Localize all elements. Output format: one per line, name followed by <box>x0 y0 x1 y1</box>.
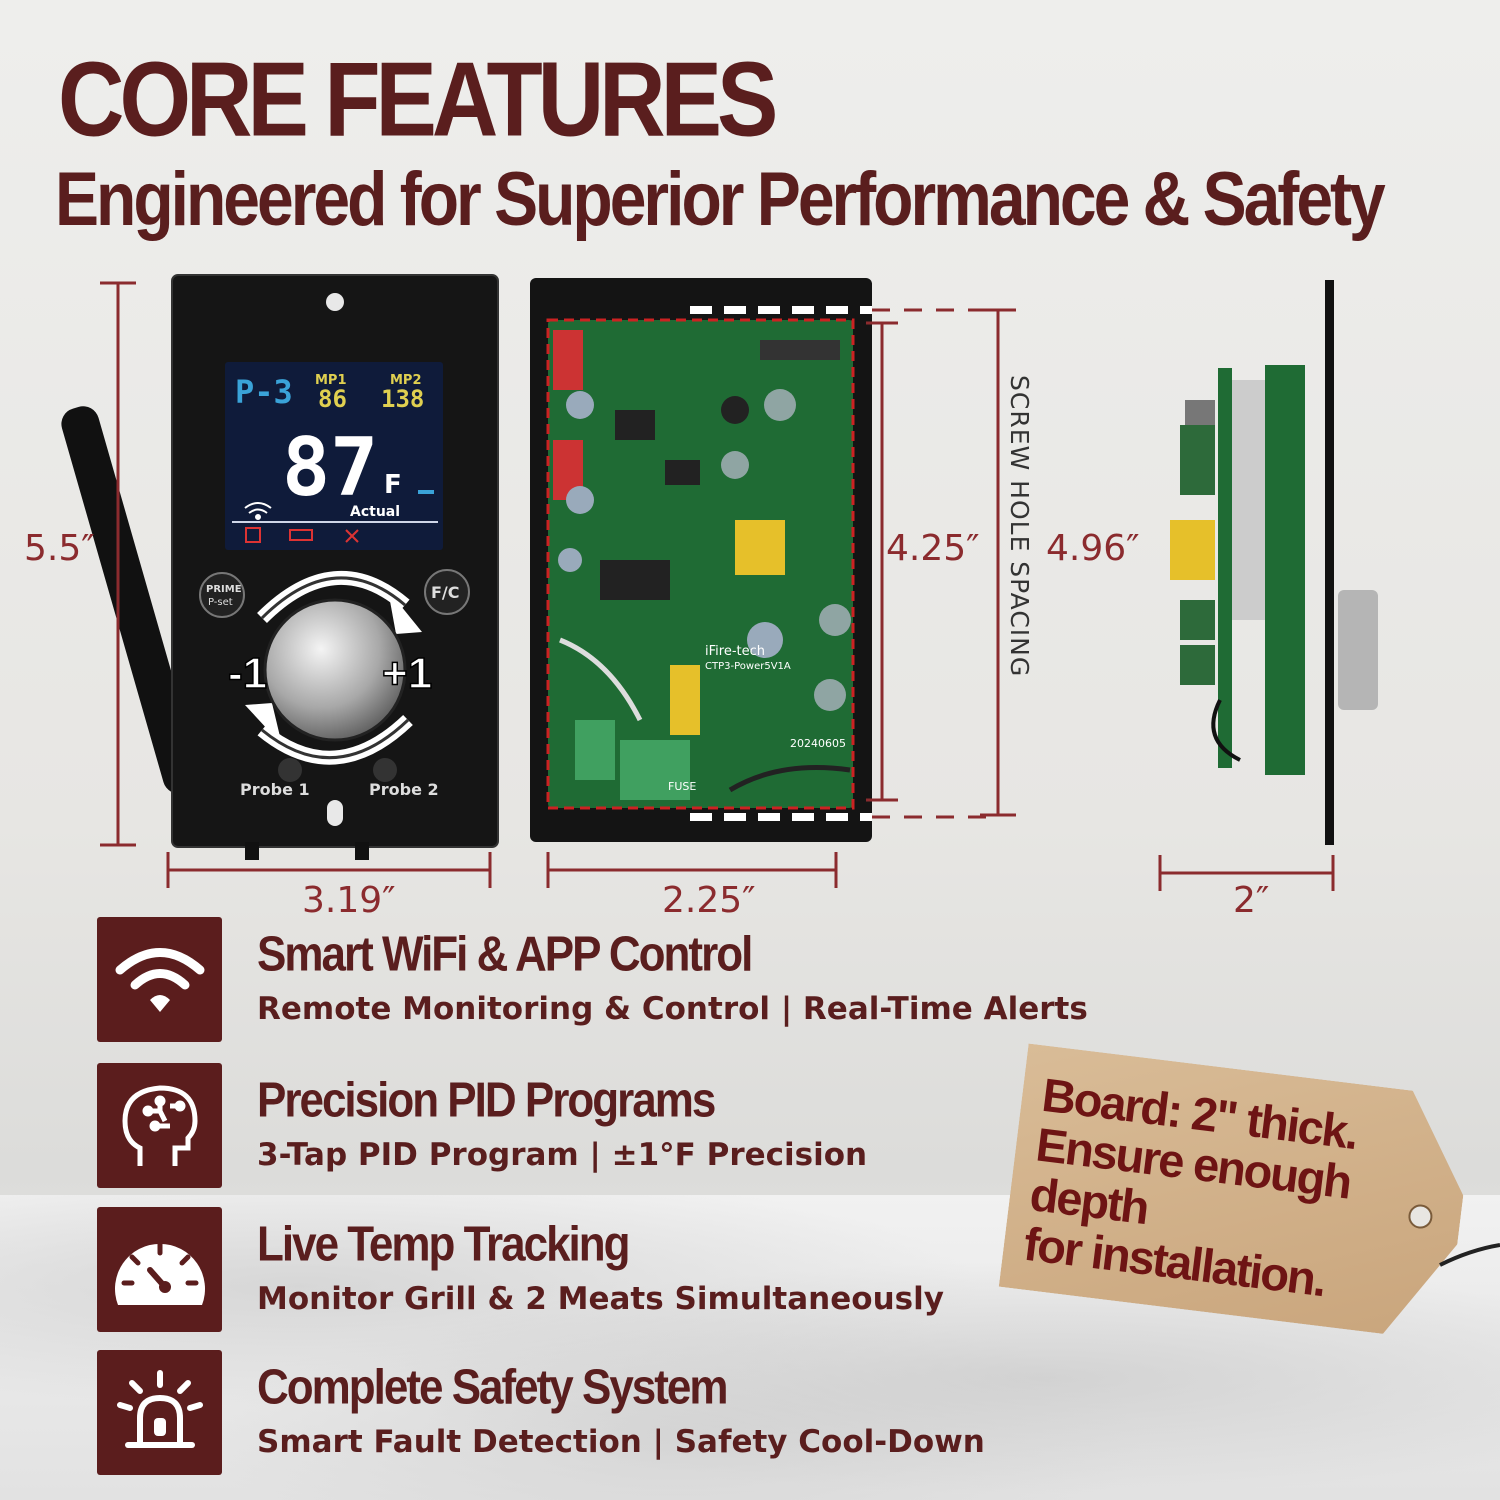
actual-label: Actual <box>350 504 400 520</box>
feature-title: Live Temp Tracking <box>257 1217 631 1272</box>
panel-width-label: 3.19″ <box>302 880 396 921</box>
lcd-fan-icon <box>345 529 359 543</box>
feature-temp-tracking: Live Temp Tracking Monitor Grill & 2 Mea… <box>97 1207 1097 1332</box>
screw-hole-spacing-label: SCREW HOLE SPACING <box>1005 375 1034 678</box>
main-temperature: 87 <box>282 421 378 514</box>
feature-title: Precision PID Programs <box>257 1073 716 1128</box>
knob-minus-label: -1 <box>228 649 267 698</box>
page-title: CORE FEATURES <box>58 41 778 159</box>
tag-line-3: for installation. <box>1021 1216 1329 1307</box>
dimension-lines <box>100 281 1335 891</box>
mount-hole-top <box>326 293 344 311</box>
lcd-underscore <box>418 490 434 494</box>
prime-button[interactable] <box>199 572 245 618</box>
alarm-icon <box>97 1350 222 1475</box>
circuit-board: iFire-tech CTP3-Power5V1A 20240605 FUSE <box>530 278 872 842</box>
antenna-icon <box>61 406 201 794</box>
side-view <box>1170 280 1378 845</box>
temperature-knob[interactable] <box>263 598 407 742</box>
tag-text: Board: 2" thick. Ensure enough depth for… <box>1021 1070 1472 1321</box>
fuse-label: FUSE <box>668 780 696 793</box>
lcd-display <box>225 362 443 550</box>
mount-hole-bottom <box>327 800 343 826</box>
feature-wifi: Smart WiFi & APP Control Remote Monitori… <box>97 917 1097 1042</box>
side-knob <box>1338 590 1378 710</box>
feature-description: Monitor Grill & 2 Meats Simultaneously <box>257 1281 944 1317</box>
board-brand: iFire-tech <box>705 644 765 659</box>
feature-pid: Precision PID Programs 3-Tap PID Program… <box>97 1063 1097 1188</box>
lcd-auger-icon <box>289 529 313 541</box>
probe1-jack[interactable] <box>278 758 302 782</box>
prime-label: PRIME <box>206 584 242 595</box>
probe2-label: Probe 2 <box>369 780 439 799</box>
depth-label: 2″ <box>1233 880 1270 921</box>
main-temp-unit: F <box>384 470 402 500</box>
mp2-label: MP2 <box>390 373 422 388</box>
fc-button[interactable] <box>424 569 470 615</box>
hole-spacing-label: 4.25″ <box>886 528 980 569</box>
probe1-label: Probe 1 <box>240 780 310 799</box>
feature-title: Complete Safety System <box>257 1360 729 1415</box>
hole-spacing-guides <box>872 308 1000 819</box>
gauge-icon <box>97 1207 222 1332</box>
feature-description: Remote Monitoring & Control | Real-Time … <box>257 991 1088 1027</box>
lcd-wifi-icon <box>244 502 272 520</box>
pset-label: P-set <box>208 597 233 608</box>
feature-description: 3-Tap PID Program | ±1°F Precision <box>257 1137 868 1173</box>
board-width-label: 2.25″ <box>662 880 756 921</box>
board-height-label: 4.96″ <box>1046 528 1140 569</box>
mp2-value: 138 <box>381 385 424 413</box>
feature-safety: Complete Safety System Smart Fault Detec… <box>97 1350 1097 1475</box>
lcd-grill-icon <box>245 527 261 543</box>
knob-plus-label: +1 <box>382 649 432 698</box>
fc-label: F/C <box>431 583 460 602</box>
board-model: CTP3-Power5V1A <box>705 661 791 672</box>
panel-height-label: 5.5″ <box>24 528 95 569</box>
probe2-jack[interactable] <box>373 758 397 782</box>
mp1-label: MP1 <box>315 373 347 388</box>
mp1-value: 86 <box>318 385 347 413</box>
transformer <box>735 520 785 575</box>
brain-circuit-icon <box>97 1063 222 1188</box>
program-indicator: P-3 <box>235 373 293 411</box>
feature-description: Smart Fault Detection | Safety Cool-Down <box>257 1424 985 1460</box>
controller-panel: P-3 MP1 86 MP2 138 87 F Actual PRIME P-s… <box>61 274 499 860</box>
wifi-icon <box>97 917 222 1042</box>
feature-title: Smart WiFi & APP Control <box>257 927 753 982</box>
page-subtitle: Engineered for Superior Performance & Sa… <box>55 156 1386 242</box>
board-date: 20240605 <box>790 737 846 750</box>
